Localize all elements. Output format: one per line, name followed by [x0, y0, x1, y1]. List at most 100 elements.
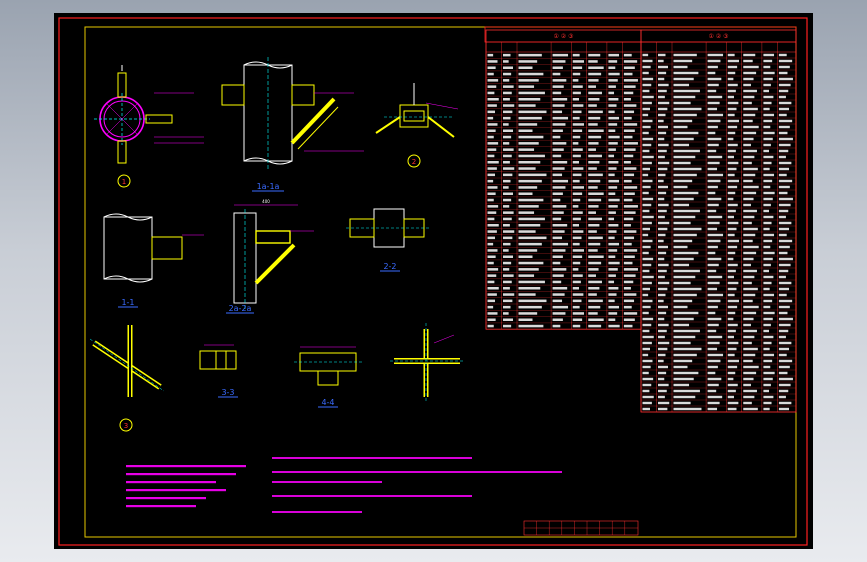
table-cell-text	[707, 53, 724, 57]
table-cell-text	[727, 347, 737, 351]
table-cell-text	[707, 245, 718, 249]
table-cell-text	[727, 293, 735, 297]
table-cell-text	[503, 286, 510, 290]
detail-number-3: 3	[124, 422, 128, 430]
table-cell-text	[673, 389, 700, 393]
table-cell-text	[642, 287, 650, 291]
table-cell-text	[588, 280, 602, 284]
table-cell-text	[727, 95, 734, 99]
table-cell-text	[623, 192, 635, 196]
table-cell-text	[763, 371, 775, 375]
table-cell-text	[707, 131, 716, 135]
table-cell-text	[623, 173, 635, 177]
table-cell-text	[518, 123, 538, 126]
table-cell-text	[707, 215, 723, 219]
table-cell-text	[727, 371, 736, 375]
table-cell-text	[608, 154, 615, 158]
table-cell-text	[727, 299, 739, 303]
note-right-line	[272, 481, 382, 483]
table-cell-text	[673, 317, 694, 321]
table-cell-text	[673, 107, 702, 111]
note-right-line	[272, 457, 472, 459]
table-cell-text	[503, 217, 512, 221]
table-cell-text	[743, 53, 756, 57]
table-cell-text	[658, 305, 668, 309]
table-cell-text	[572, 135, 581, 139]
table-cell-text	[763, 131, 775, 135]
table-cell-text	[588, 198, 602, 202]
table-cell-text	[727, 329, 736, 333]
table-cell-text	[487, 236, 495, 240]
table-cell-text	[642, 227, 650, 231]
table-cell-text	[642, 401, 652, 405]
table-cell-text	[743, 197, 754, 201]
table-cell-text	[572, 110, 582, 114]
table-cell-text	[727, 233, 735, 237]
table-cell-text	[727, 53, 735, 57]
table-cell-text	[673, 65, 688, 69]
table-cell-text	[658, 269, 667, 273]
table-cell-text	[518, 274, 535, 277]
table-cell-text	[503, 211, 514, 214]
table-cell-text	[642, 305, 651, 309]
table-cell-text	[623, 293, 637, 296]
table-cell-text	[743, 137, 754, 141]
table-cell-text	[623, 148, 636, 151]
table-cell-text	[707, 59, 721, 63]
table-cell-text	[763, 107, 770, 111]
table-cell-text	[707, 113, 724, 117]
table-cell-text	[572, 60, 584, 63]
table-cell-text	[503, 242, 511, 246]
table-cell-text	[588, 154, 602, 158]
table-cell-text	[743, 161, 752, 165]
table-cell-text	[572, 129, 583, 133]
table-cell-text	[642, 215, 654, 219]
table-cell-text	[608, 223, 619, 227]
table-cell-text	[707, 275, 723, 279]
table-cell-text	[673, 179, 693, 183]
table-cell-text	[487, 268, 499, 271]
table-cell-text	[642, 161, 652, 165]
table-cell-text	[707, 371, 716, 375]
table-cell-text	[623, 91, 634, 95]
table-cell-text	[658, 89, 667, 93]
table-cell-text	[707, 323, 719, 327]
table-cell-text	[727, 389, 736, 393]
table-cell-text	[487, 104, 497, 107]
detail-1-section: 1-1	[103, 213, 204, 308]
table-cell-text	[487, 91, 495, 95]
table-cell-text	[707, 353, 724, 357]
table-cell-text	[778, 377, 793, 381]
table-cell-text	[763, 347, 770, 351]
detail-1a-section: 1a-1a	[221, 57, 364, 192]
table-cell-text	[707, 209, 717, 213]
table-cell-text	[588, 274, 596, 277]
table-cell-text	[727, 383, 738, 387]
table-cell-text	[518, 211, 535, 214]
table-cell-text	[588, 60, 598, 63]
table-cell-text	[727, 305, 738, 309]
table-cell-text	[778, 95, 786, 99]
table-cell-text	[763, 269, 770, 273]
table-cell-text	[518, 135, 544, 139]
table-cell-text	[588, 97, 600, 101]
table-cell-text	[658, 287, 668, 291]
table-cell-text	[642, 251, 649, 255]
table-cell-text	[552, 274, 564, 277]
table-cell-text	[552, 211, 564, 214]
table-cell-text	[608, 142, 618, 145]
table-cell-text	[673, 377, 694, 381]
table-cell-text	[518, 110, 547, 114]
table-cell-text	[518, 223, 541, 227]
table-cell-text	[763, 317, 773, 321]
table-cell-text	[487, 312, 498, 315]
table-cell-text	[642, 341, 652, 345]
table-cell-text	[608, 230, 617, 233]
table-cell-text	[743, 179, 753, 183]
section-title-1: 1-1	[121, 298, 134, 307]
table-cell-text	[518, 85, 535, 88]
table-cell-text	[572, 268, 579, 271]
table-cell-text	[518, 255, 533, 259]
table-cell-text	[778, 311, 788, 315]
table-cell-text	[642, 317, 654, 321]
